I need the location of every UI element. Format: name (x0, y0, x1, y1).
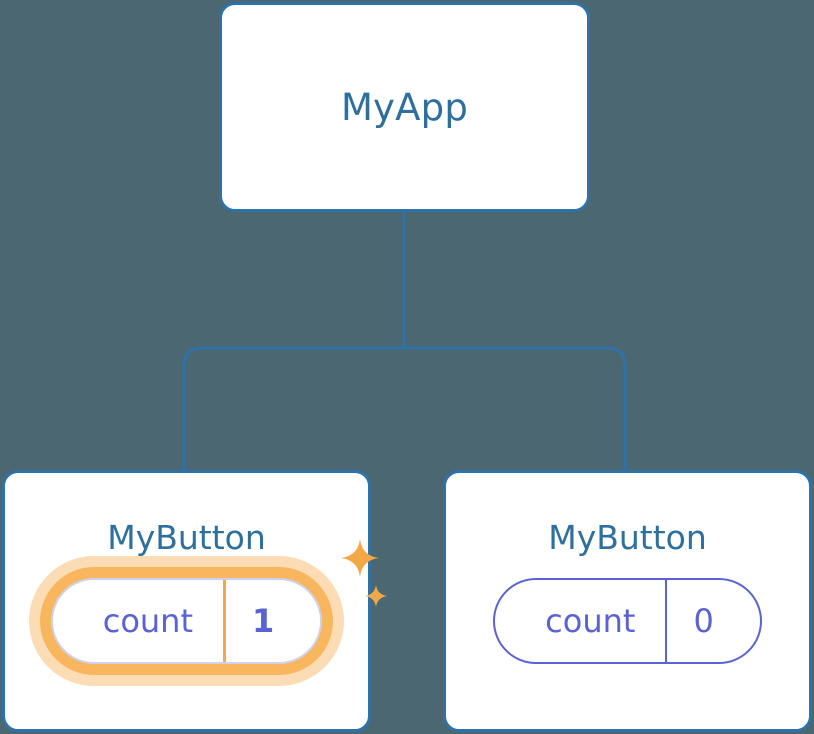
state-key-right: count (545, 602, 636, 640)
state-pill-wrap-right: count 0 (446, 578, 809, 664)
node-title-root: MyApp (340, 85, 469, 129)
state-value-right: 0 (665, 580, 759, 662)
state-pill-right[interactable]: count 0 (493, 578, 762, 664)
state-value-left: 1 (223, 580, 320, 662)
state-pill-wrap-left: count 1 (5, 539, 388, 686)
state-pill-left[interactable]: count 1 (50, 578, 323, 664)
node-myapp[interactable]: MyApp (219, 2, 590, 212)
node-mybutton-left[interactable]: MyButton count 1 (2, 470, 388, 732)
state-pill-holder-left: count 1 (28, 539, 388, 686)
node-title-left: MyButton (107, 518, 266, 557)
node-mybutton-right[interactable]: MyButton count 0 (443, 470, 812, 732)
connector-branch-right (404, 346, 627, 472)
connector-branch-left (182, 346, 404, 472)
node-title-right: MyButton (548, 518, 707, 557)
state-pill-holder-right: count 0 (493, 578, 762, 664)
state-key-left: count (102, 602, 193, 640)
